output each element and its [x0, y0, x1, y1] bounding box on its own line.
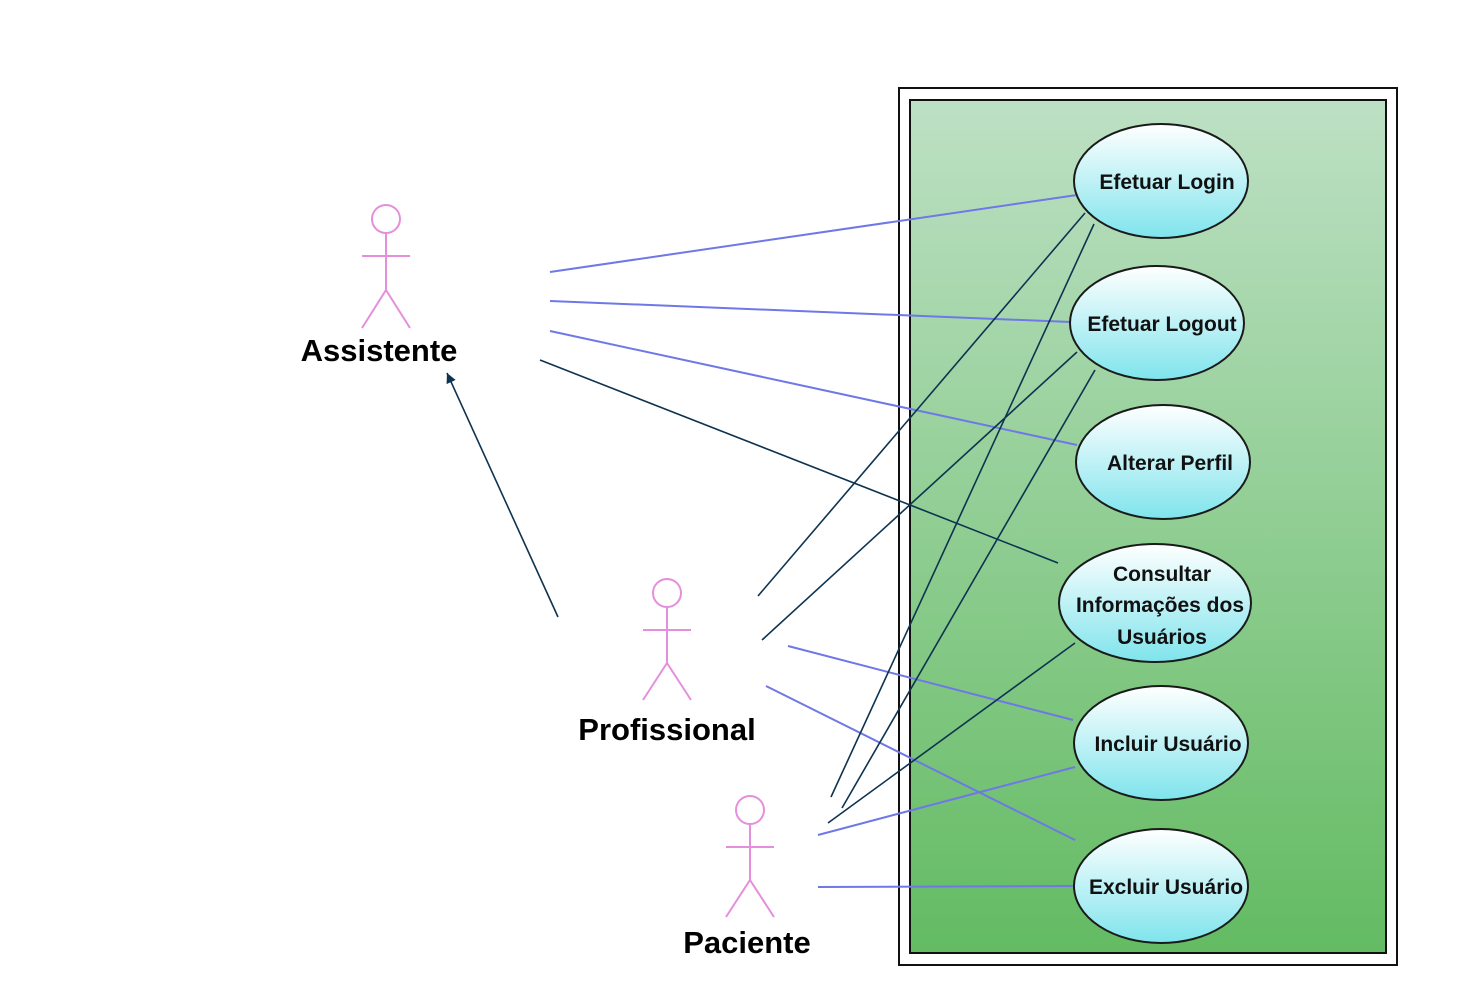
- associations: [539, 194, 1096, 888]
- stick-figure-icon: [642, 578, 692, 701]
- association-line-paciente-efetuar-logout: [841, 369, 1096, 809]
- association-line-assistente-efetuar-logout: [549, 300, 1072, 323]
- use-case-label-line-3: Usuários: [1117, 626, 1207, 649]
- system-boundary: [898, 87, 1398, 966]
- stick-figure-icon: [361, 204, 411, 329]
- association-line-assistente-efetuar-login: [549, 194, 1078, 273]
- association-line-paciente-efetuar-login: [830, 223, 1095, 798]
- system-boundary-outer: [898, 87, 1398, 966]
- association-line-assistente-consultar-informacoes: [539, 359, 1059, 564]
- association-line-assistente-alterar-perfil: [549, 330, 1078, 446]
- use-case-label: Efetuar Login: [1099, 171, 1234, 194]
- use-case-alterar-perfil[interactable]: Alterar Perfil: [1075, 404, 1251, 520]
- use-cases: Efetuar Login Efetuar Logout Alterar Per…: [1058, 123, 1252, 944]
- use-case-label-line-2: Informações dos: [1076, 594, 1244, 617]
- use-case-label: Alterar Perfil: [1107, 452, 1233, 475]
- actor-label: Assistente: [301, 333, 458, 368]
- actor-assistente[interactable]: Assistente: [301, 204, 458, 368]
- generalization-arrow-profissional-assistente: [446, 372, 559, 618]
- association-line-paciente-excluir-usuario: [817, 885, 1074, 888]
- use-case-label: Excluir Usuário: [1089, 876, 1243, 899]
- generalizations: [446, 372, 559, 618]
- association-line-paciente-incluir-usuario: [817, 766, 1076, 836]
- use-case-label-line-1: Consultar: [1113, 563, 1211, 586]
- association-line-profissional-efetuar-logout: [761, 351, 1078, 641]
- use-case-efetuar-login[interactable]: Efetuar Login: [1073, 123, 1249, 239]
- association-line-paciente-consultar-informacoes: [827, 642, 1076, 824]
- system-boundary-inner: [909, 99, 1387, 954]
- association-line-profissional-incluir-usuario: [787, 645, 1074, 721]
- use-case-label: Efetuar Logout: [1087, 313, 1236, 336]
- association-line-profissional-excluir-usuario: [765, 685, 1076, 841]
- use-case-consultar-informacoes[interactable]: Consultar Informações dos Usuários: [1058, 543, 1252, 663]
- use-case-excluir-usuario[interactable]: Excluir Usuário: [1073, 828, 1249, 944]
- actor-profissional[interactable]: Profissional: [578, 578, 756, 747]
- actor-paciente[interactable]: Paciente: [683, 795, 811, 960]
- actor-label: Profissional: [578, 712, 755, 747]
- actor-label: Paciente: [683, 925, 811, 960]
- use-case-label: Incluir Usuário: [1094, 733, 1241, 756]
- stick-figure-icon: [725, 795, 775, 918]
- use-case-efetuar-logout[interactable]: Efetuar Logout: [1069, 265, 1245, 381]
- use-case-incluir-usuario[interactable]: Incluir Usuário: [1073, 685, 1249, 801]
- association-line-profissional-efetuar-login: [757, 212, 1086, 597]
